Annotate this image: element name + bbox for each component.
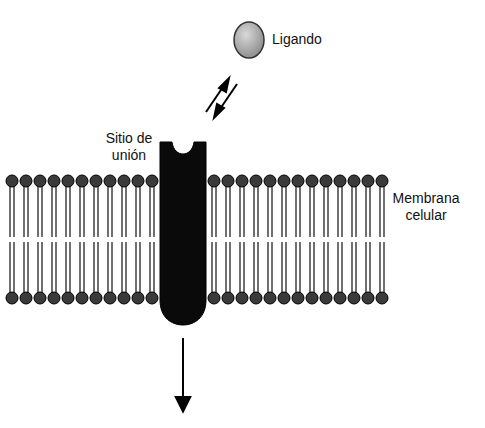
ligand-label: Ligando bbox=[272, 31, 342, 48]
ligand-circle bbox=[234, 22, 264, 58]
signal-arrow bbox=[182, 338, 184, 412]
binding-site-label: Sitio de unión bbox=[96, 130, 162, 164]
receptor-protein bbox=[160, 142, 206, 325]
binding-arrows bbox=[206, 78, 237, 118]
membrane-label: Membrana celular bbox=[386, 190, 466, 224]
